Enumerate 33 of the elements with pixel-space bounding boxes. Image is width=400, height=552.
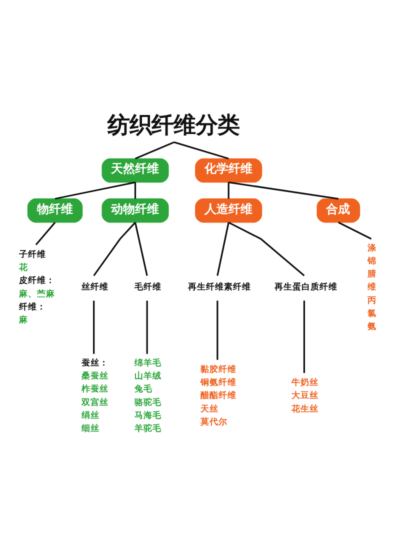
connector bbox=[134, 141, 174, 160]
connector bbox=[228, 222, 305, 276]
connector bbox=[303, 300, 306, 373]
node-box: 合成 bbox=[316, 198, 360, 223]
connector bbox=[134, 182, 136, 199]
node-text: 毛纤维 bbox=[134, 282, 162, 293]
node-text: 纺织纤维分类 bbox=[107, 112, 240, 138]
node-box: 物纤维 bbox=[27, 198, 83, 223]
connector bbox=[93, 222, 136, 276]
node-text: 涤 锦 腈 维 丙 氯 氨 bbox=[367, 243, 376, 332]
connector bbox=[228, 182, 230, 199]
connector bbox=[174, 141, 229, 160]
node-text: 牛奶丝 大豆丝 花生丝 bbox=[292, 378, 319, 414]
connector bbox=[216, 300, 218, 360]
node-text: 再生蛋白质纤维 bbox=[274, 282, 338, 293]
connector bbox=[35, 222, 56, 246]
node-box: 天然纤维 bbox=[102, 158, 169, 183]
connector bbox=[93, 300, 95, 354]
node-text: 再生纤维素纤维 bbox=[188, 282, 251, 293]
connector bbox=[134, 222, 148, 276]
node-text: 黏胶纤维 铜氨纤维 醋酯纤维 天丝 莫代尔 bbox=[200, 364, 236, 428]
node-text: 绵羊毛 山羊绒 兔毛 骆驼毛 马海毛 羊驼毛 bbox=[134, 358, 162, 434]
node-text: 子纤维 花 皮纤维： 麻、苎麻 纤维： 麻 bbox=[18, 250, 55, 326]
connector bbox=[338, 222, 372, 240]
connector bbox=[146, 300, 148, 354]
connector bbox=[216, 222, 230, 276]
node-text: 丝纤维 bbox=[81, 282, 108, 293]
connector bbox=[54, 182, 136, 200]
node-box: 动物纤维 bbox=[102, 198, 169, 223]
node-box: 人造纤维 bbox=[195, 198, 262, 223]
node-text: 蚕丝： 桑蚕丝 柞蚕丝 双宫丝 绢丝 细丝 bbox=[81, 358, 108, 434]
connector bbox=[228, 182, 338, 200]
node-box: 化学纤维 bbox=[195, 158, 262, 183]
